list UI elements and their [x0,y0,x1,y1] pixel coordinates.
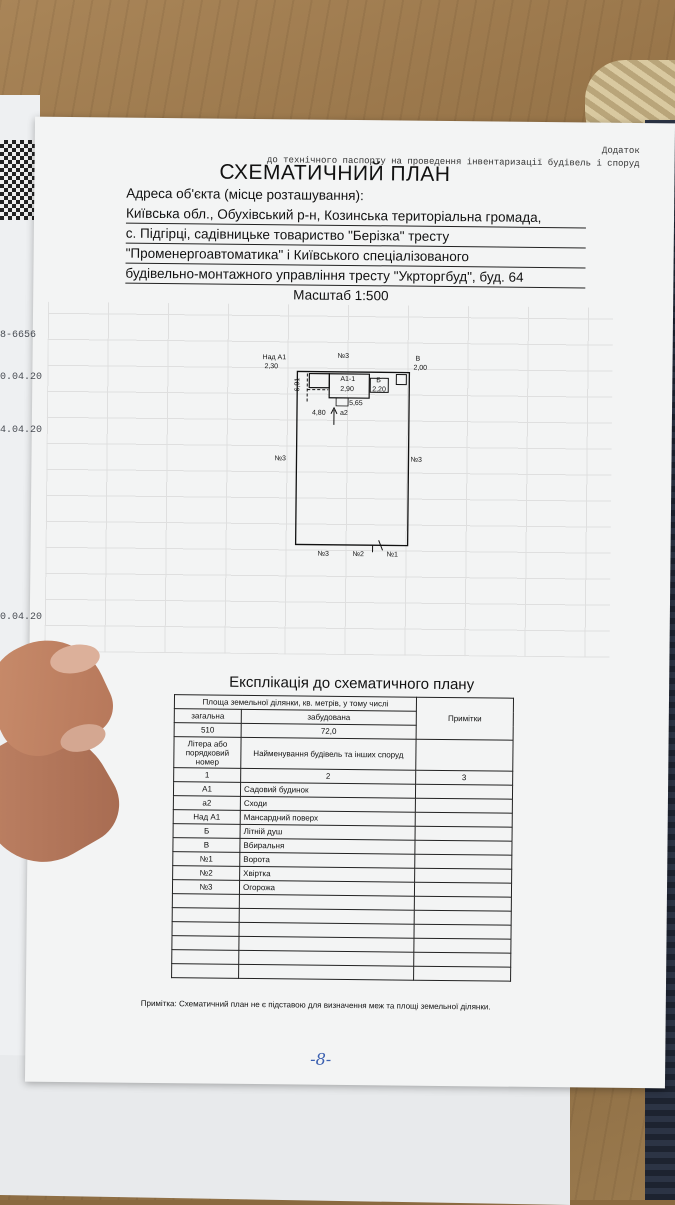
building-v [396,374,406,384]
label-b: Б [376,377,381,384]
row-note [415,798,512,813]
label-no3-left: №3 [274,455,286,462]
label-no3-bottom: №3 [317,551,329,558]
building-a1-outline [309,374,329,388]
col-num: 1 [174,768,241,783]
col-name-header: Найменування будівель та інших споруд [241,737,416,770]
row-id: №3 [172,880,239,895]
row-id: В [173,838,240,853]
label-dim-230: 2,30 [264,363,278,370]
row-note [415,854,512,869]
row-id: Над А1 [173,810,240,825]
document-page: Додаток до технічного паспорту на провед… [25,117,675,1089]
label-dim-565: 5,65 [349,400,363,407]
address-label: Адреса об'єкта (місце розташування): [126,186,364,203]
label-v: В [416,356,421,363]
label-nad-a1: Над А1 [263,354,287,361]
label-dim-691: 6,91 [294,378,301,392]
entrance-arrow [331,408,337,425]
empty-row [172,964,511,982]
scale-label: Масштаб 1:500 [293,287,388,303]
label-a1-1: А1-1 [340,376,355,383]
label-no1: №1 [386,551,398,558]
left-snippet: 8-6656 [0,330,36,341]
left-snippet: 0.04.20 [0,612,42,623]
address-block: Київська обл., Обухівський р-н, Козинськ… [125,204,586,289]
stairs-a2 [336,398,348,406]
row-id: а2 [173,796,240,811]
label-no3-right: №3 [410,457,422,464]
total-value: 510 [174,723,241,738]
gate-marks [373,540,383,552]
col-num: 3 [416,770,513,785]
footnote: Примітка: Схематичний план не є підставо… [141,999,491,1012]
explication-table: Площа земельної ділянки, кв. метрів, у т… [171,694,514,982]
col-letter-header: Літера або порядковий номер [174,737,241,769]
row-id: №2 [173,866,240,881]
left-snippet: 0.04.20 [0,372,42,383]
page-title: СХЕМАТИЧНИЙ ПЛАН [219,161,450,187]
address-line: будівельно-монтажного управління тресту … [125,264,585,289]
row-note [415,826,512,841]
notes-header: Примітки [416,697,513,740]
left-snippet: 4.04.20 [0,425,42,436]
page-number: -8- [310,1050,331,1069]
site-plan: Над А1 2,30 №3 В 2,00 А1-1 2,90 Б 2,20 5… [260,349,442,561]
row-id: А1 [173,782,240,797]
row-note [415,868,512,883]
explication-title: Експлікація до схематичного плану [229,674,474,694]
label-no2: №2 [352,551,364,558]
label-dim-290: 2,90 [340,386,354,393]
row-note [415,812,512,827]
label-no3-top: №3 [338,353,350,360]
label-dim-220: 2,20 [372,386,386,393]
row-note [414,882,511,897]
label-dim-480: 4,80 [312,410,326,417]
row-id: №1 [173,852,240,867]
total-label: загальна [174,709,241,724]
row-note [415,840,512,855]
label-dim-200: 2,00 [413,365,427,372]
row-id: Б [173,824,240,839]
label-a2: а2 [340,410,348,417]
qr-code [0,140,38,220]
row-note [415,784,512,799]
